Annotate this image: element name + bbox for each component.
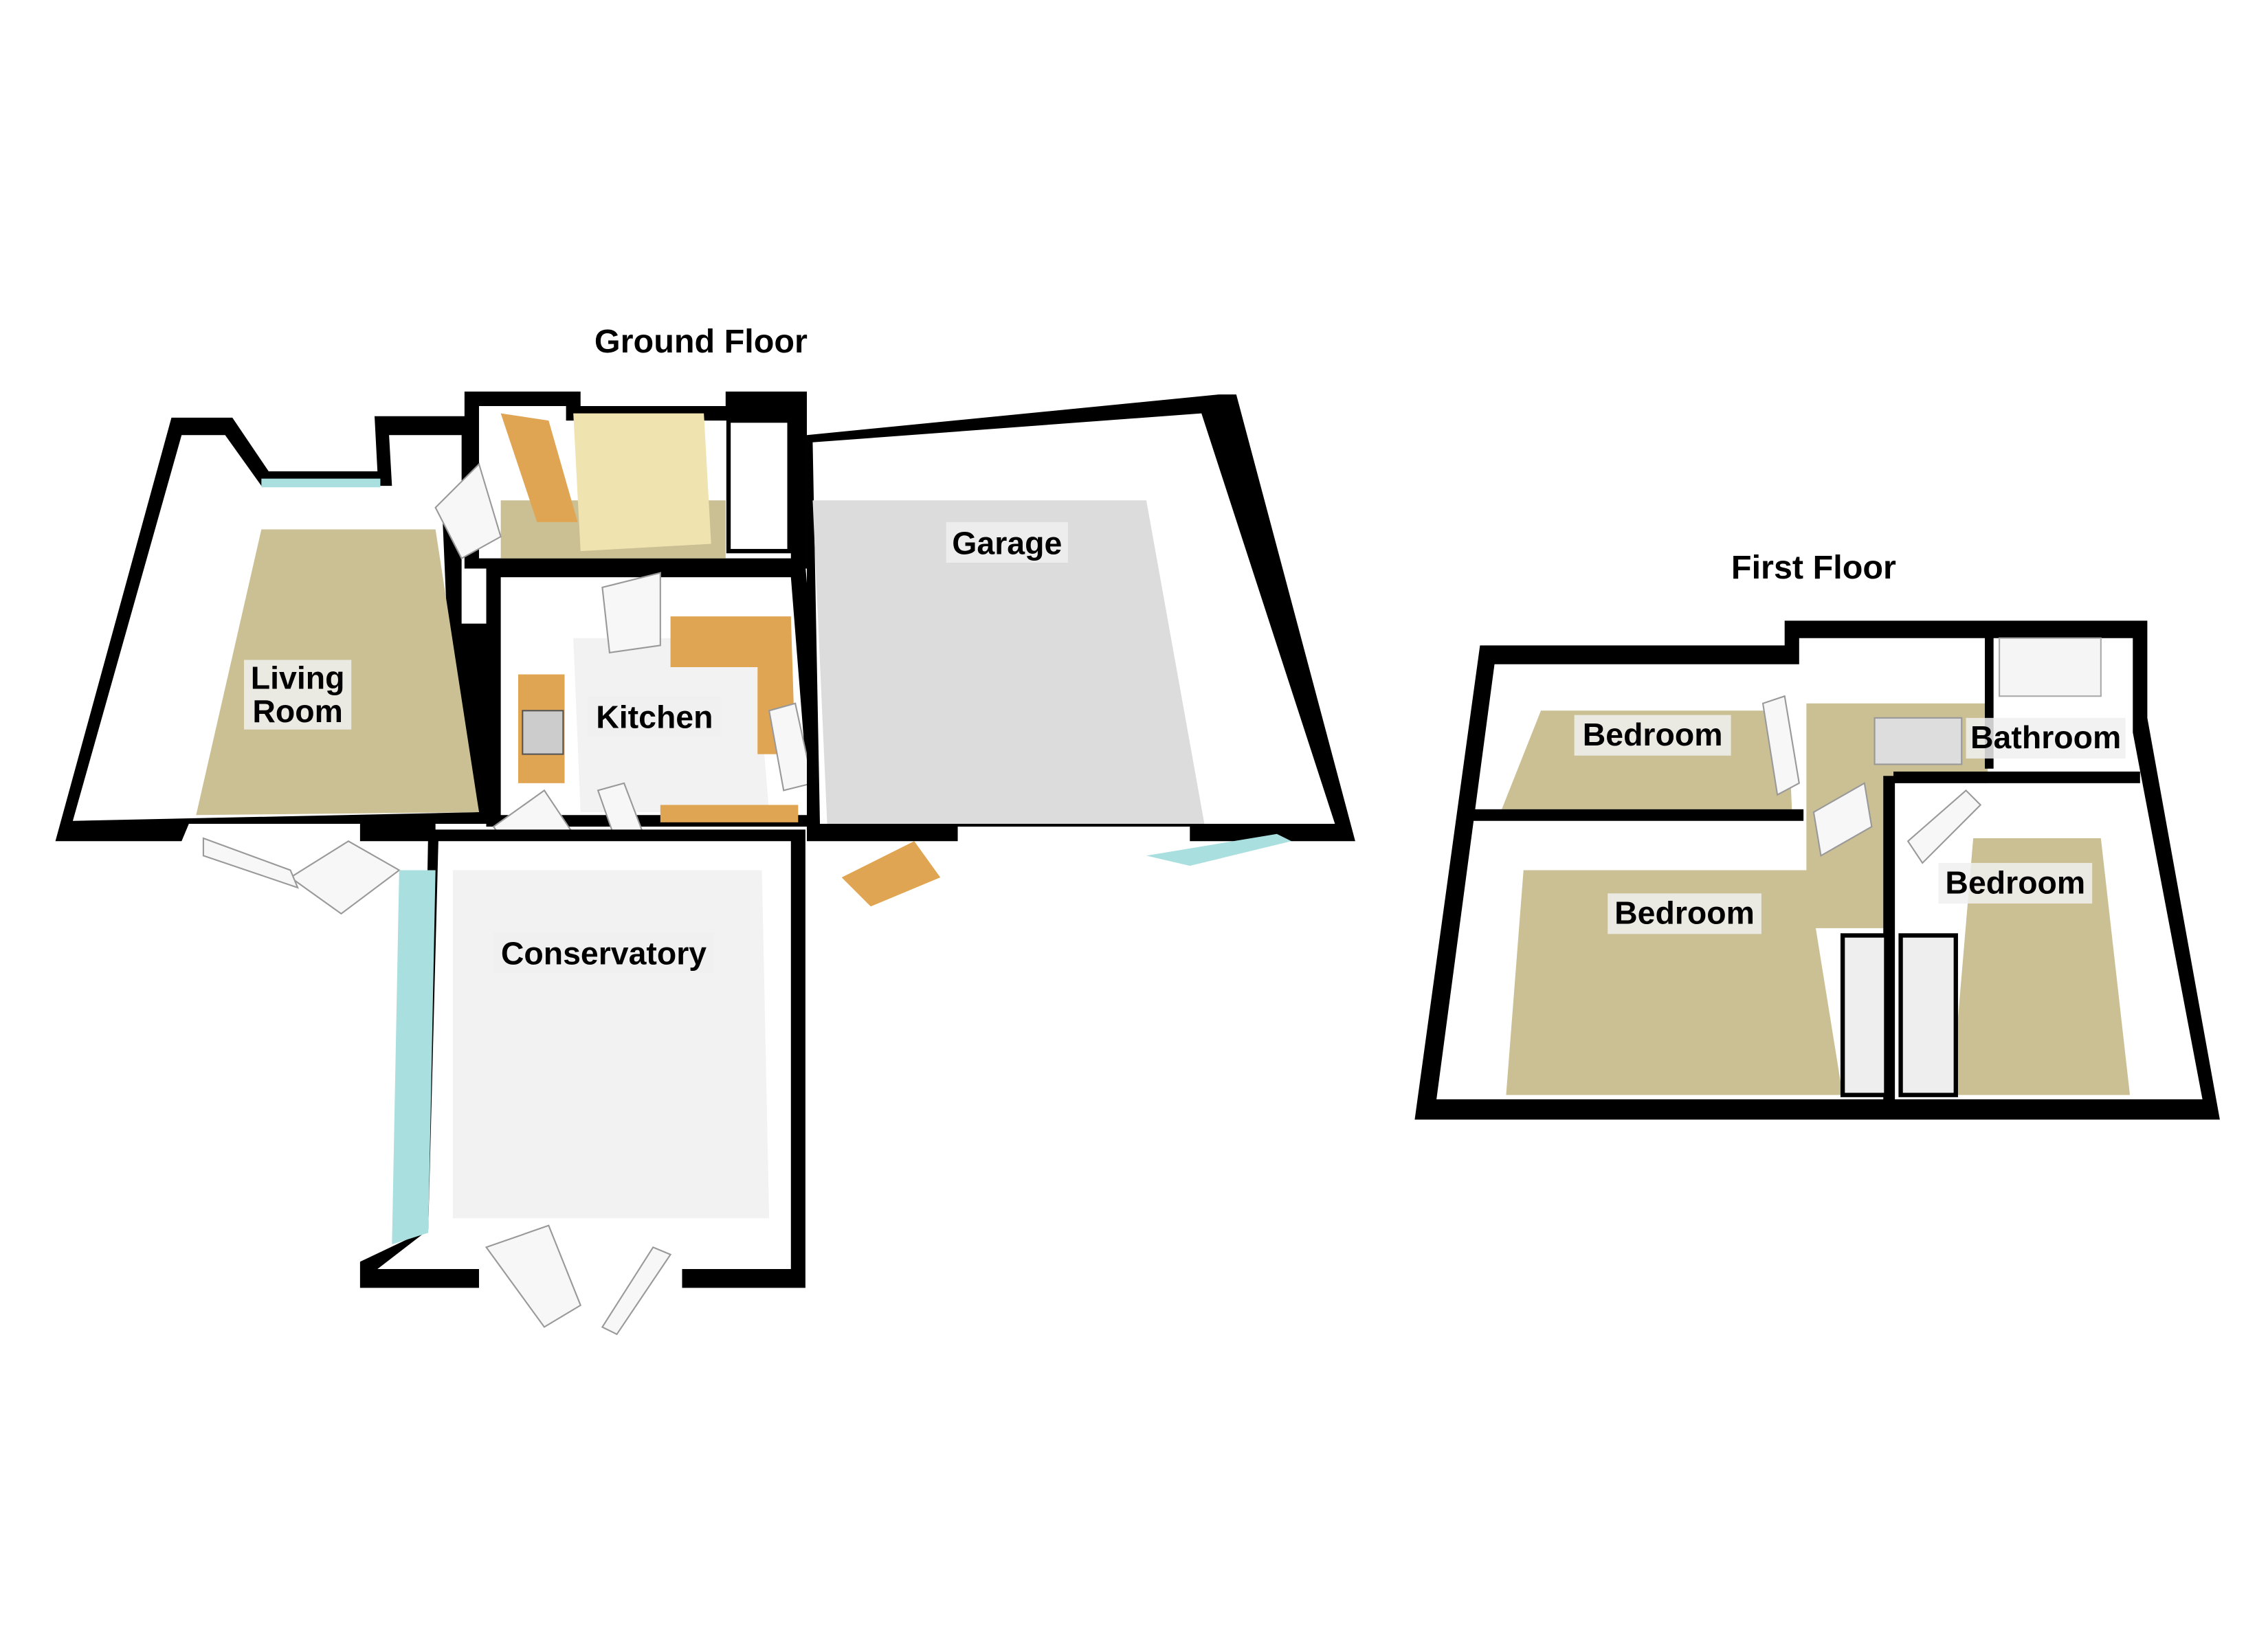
ground-floor: Ground Floor Living Room	[55, 323, 1355, 1336]
front-door[interactable]	[500, 413, 578, 522]
living-room-label-2: Room	[252, 693, 343, 729]
kitchen-label: Kitchen	[596, 699, 713, 735]
staircase	[573, 413, 711, 552]
conservatory-door-1[interactable]	[485, 1224, 582, 1328]
bedroom-right: Bedroom	[1893, 771, 2140, 1095]
hallway	[434, 391, 808, 569]
kitchen-door[interactable]	[601, 572, 661, 654]
kitchen: Kitchen	[486, 565, 827, 874]
living-room: Living Room	[55, 416, 494, 915]
landing	[1806, 703, 1988, 928]
bedroom-right-door[interactable]	[1906, 789, 1982, 864]
shower	[1999, 637, 2102, 697]
conservatory: Conservatory	[359, 829, 805, 1336]
hall-door[interactable]	[434, 462, 502, 560]
conservatory-door-2[interactable]	[601, 1246, 672, 1336]
landing-door[interactable]	[1812, 782, 1873, 857]
bedroom-small-label: Bedroom	[1583, 717, 1723, 752]
living-room-door[interactable]	[289, 840, 401, 915]
bath-fixture	[1874, 717, 1963, 765]
bedroom-small-door[interactable]	[1761, 695, 1800, 796]
bedroom-right-label: Bedroom	[1945, 864, 2085, 900]
bathroom: Bathroom	[1966, 623, 2126, 769]
wardrobes	[1840, 933, 1958, 1097]
garage-label: Garage	[952, 525, 1062, 561]
ground-floor-title: Ground Floor	[594, 323, 808, 360]
bedroom-main-label: Bedroom	[1614, 895, 1755, 931]
kitchen-counter	[670, 616, 796, 754]
hob-icon	[522, 710, 564, 755]
living-room-label: Living	[251, 660, 345, 696]
bathroom-label: Bathroom	[1970, 719, 2121, 755]
garage: Garage	[807, 394, 1355, 907]
first-floor: First Floor Bedroom Bathroom Bedroom	[1414, 549, 2220, 1120]
bedroom-small: Bedroom	[1472, 695, 1804, 821]
conservatory-label: Conservatory	[501, 936, 707, 972]
garage-side-door[interactable]	[841, 841, 941, 907]
first-floor-title: First Floor	[1731, 549, 1896, 586]
